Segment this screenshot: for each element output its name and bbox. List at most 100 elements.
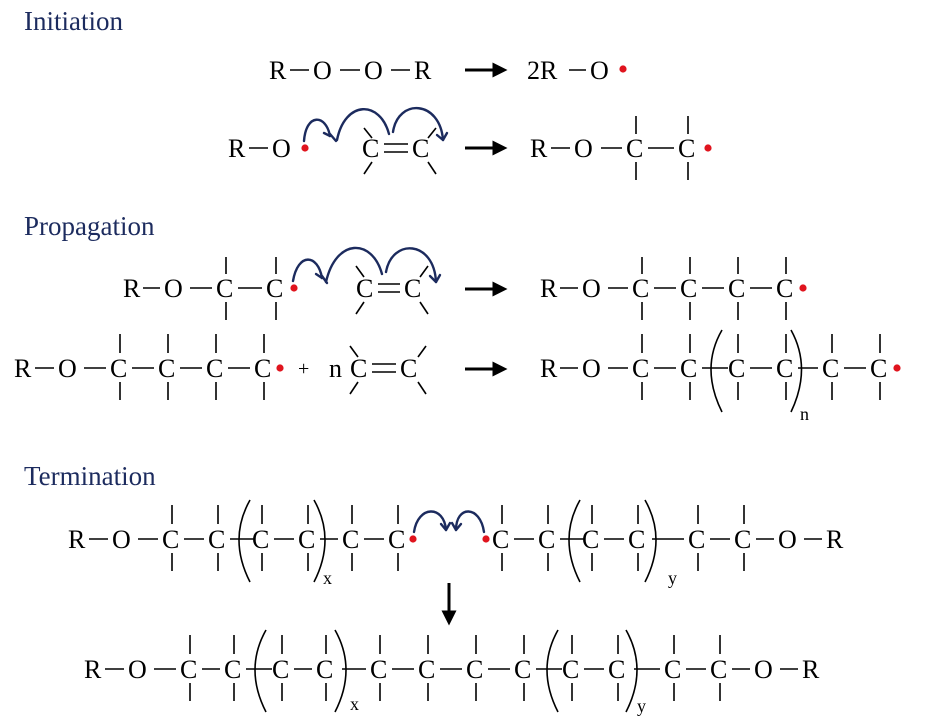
bracket-left bbox=[546, 629, 559, 713]
section-title-initiation: Initiation bbox=[24, 6, 123, 36]
bond bbox=[419, 265, 429, 278]
atom-o: O bbox=[164, 274, 183, 303]
atom-c: C bbox=[632, 354, 649, 383]
atom-o: O bbox=[272, 134, 291, 163]
atom-c: C bbox=[356, 274, 373, 303]
atom-r: R bbox=[84, 655, 102, 684]
curly-arrow-head bbox=[435, 131, 449, 142]
atom-r: R bbox=[540, 274, 558, 303]
termination-product: R O C C C C x C C C C bbox=[84, 629, 820, 716]
atom-c: C bbox=[404, 274, 421, 303]
radical-dot bbox=[619, 65, 627, 73]
initiation-equation-1: R O O R 2R O bbox=[269, 56, 627, 85]
bracket-left bbox=[568, 499, 581, 583]
atom-r: R bbox=[802, 655, 820, 684]
curly-arrow-head bbox=[322, 131, 338, 143]
radical-dot bbox=[482, 535, 490, 543]
atom-c: C bbox=[216, 274, 233, 303]
atom-c: C bbox=[208, 525, 225, 554]
radical-dot bbox=[893, 364, 901, 372]
atom-c: C bbox=[418, 655, 435, 684]
atom-c: C bbox=[822, 354, 839, 383]
atom-o: O bbox=[590, 56, 609, 85]
atom-c: C bbox=[266, 274, 283, 303]
atom-c: C bbox=[350, 354, 367, 383]
atom-o: O bbox=[582, 354, 601, 383]
curly-arrow-head bbox=[439, 521, 452, 532]
curly-arrow-head bbox=[428, 273, 442, 284]
atom-r: R bbox=[414, 56, 432, 85]
atom-c: C bbox=[710, 655, 727, 684]
atom-c: C bbox=[582, 525, 599, 554]
atom-o: O bbox=[754, 655, 773, 684]
propagation-equation-1: R O C C C C R O C C bbox=[123, 246, 807, 320]
curly-arrow-icon bbox=[302, 118, 332, 143]
atom-c: C bbox=[362, 134, 379, 163]
atom-c: C bbox=[224, 655, 241, 684]
atom-c: C bbox=[776, 354, 793, 383]
atom-r: R bbox=[228, 134, 246, 163]
atom-c: C bbox=[316, 655, 333, 684]
bracket-left bbox=[238, 499, 251, 583]
atom-r: R bbox=[269, 56, 287, 85]
curly-arrow-icon bbox=[391, 106, 445, 142]
atom-r: R bbox=[540, 354, 558, 383]
atom-o: O bbox=[778, 525, 797, 554]
atom-r: R bbox=[826, 525, 844, 554]
bond bbox=[349, 345, 359, 358]
atom-c: C bbox=[734, 525, 751, 554]
atom-o: O bbox=[58, 354, 77, 383]
atom-c: C bbox=[626, 134, 643, 163]
curly-arrow-icon bbox=[454, 510, 486, 534]
atom-c: C bbox=[514, 655, 531, 684]
atom-o: O bbox=[313, 56, 332, 85]
bond bbox=[417, 345, 427, 358]
atom-o: O bbox=[112, 525, 131, 554]
subscript-y: y bbox=[637, 696, 646, 716]
atom-o: O bbox=[582, 274, 601, 303]
atom-c: C bbox=[412, 134, 429, 163]
atom-c: C bbox=[342, 525, 359, 554]
atom-o: O bbox=[128, 655, 147, 684]
bond bbox=[419, 301, 429, 315]
curly-arrow-head bbox=[450, 521, 463, 532]
bond bbox=[363, 127, 373, 139]
atom-c: C bbox=[680, 274, 697, 303]
atom-c: C bbox=[632, 274, 649, 303]
curly-arrow-icon bbox=[384, 247, 438, 284]
atom-c: C bbox=[728, 354, 745, 383]
radical-dot bbox=[301, 144, 309, 152]
atom-c: C bbox=[492, 525, 509, 554]
bracket-right bbox=[644, 499, 657, 583]
atom-c: C bbox=[538, 525, 555, 554]
coefficient-2r: 2R bbox=[527, 56, 558, 85]
atom-c: C bbox=[688, 525, 705, 554]
bracket-right bbox=[790, 329, 803, 413]
subscript-x: x bbox=[350, 694, 359, 714]
atom-c: C bbox=[664, 655, 681, 684]
curly-arrow-icon bbox=[412, 510, 448, 534]
atom-r: R bbox=[14, 354, 32, 383]
bond bbox=[427, 161, 437, 175]
radical-dot bbox=[704, 144, 712, 152]
atom-o: O bbox=[364, 56, 383, 85]
bond bbox=[355, 265, 365, 278]
bracket-left bbox=[710, 329, 723, 413]
bond bbox=[355, 301, 365, 315]
atom-r: R bbox=[68, 525, 86, 554]
atom-r: R bbox=[530, 134, 548, 163]
atom-c: C bbox=[272, 655, 289, 684]
atom-c: C bbox=[728, 274, 745, 303]
bond bbox=[363, 161, 373, 175]
section-title-propagation: Propagation bbox=[24, 211, 155, 241]
subscript-y: y bbox=[668, 568, 677, 588]
termination-reactants: R O C C C C x C C C bbox=[68, 499, 844, 588]
bond bbox=[427, 127, 437, 139]
atom-c: C bbox=[628, 525, 645, 554]
atom-c: C bbox=[162, 525, 179, 554]
coefficient-n: n bbox=[329, 354, 342, 383]
bracket-left bbox=[254, 629, 267, 713]
bracket-right bbox=[625, 629, 638, 713]
curly-arrow-icon bbox=[335, 108, 391, 142]
